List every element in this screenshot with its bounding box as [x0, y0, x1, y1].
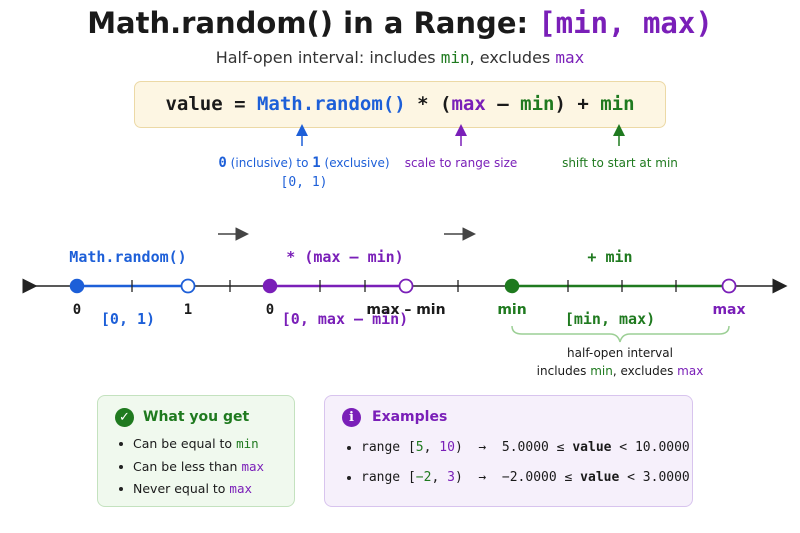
label-zero-b: 0 [265, 302, 275, 318]
stage-scale: * (max – min) [0, max – min) [250, 212, 440, 346]
stage-random-interval: [0, 1) [100, 310, 156, 328]
annotation-one: 1 [312, 155, 321, 171]
stage-shift: + min [min, max) [520, 212, 700, 346]
formula-random: Math.random() [256, 93, 406, 115]
what-you-get-title: What you get [143, 409, 250, 425]
subtitle-lead: Half-open interval: includes [215, 48, 441, 67]
formula-min-1: min [520, 93, 555, 115]
examples-title: Examples [372, 409, 448, 425]
stage-scale-interval: [0, max – min) [281, 310, 409, 328]
list-item: Never equal to max [119, 478, 264, 501]
label-min: min [497, 302, 527, 318]
subtitle-mid: , excludes [469, 48, 556, 67]
subtitle: Half-open interval: includes min, exclud… [0, 48, 800, 67]
what-you-get-box: ✓ What you get Can be equal to min Can b… [97, 395, 295, 507]
point-zero-b-closed [262, 278, 278, 294]
label-max: max [712, 302, 746, 318]
formula-equals: = [222, 93, 257, 115]
brace-note-mid: , excludes [612, 364, 678, 378]
point-max-minus-min-open [398, 278, 414, 294]
examples-list: range [5, 10) → 5.0000 ≤ value < 10.0000… [347, 433, 690, 493]
annotation-scale: scale to range size [404, 156, 518, 170]
point-min-closed [504, 278, 520, 294]
interval-brace [511, 325, 730, 343]
point-max-open [721, 278, 737, 294]
annotation-inclusive: (inclusive) to [226, 156, 313, 170]
subtitle-max: max [555, 48, 585, 67]
examples-box: i Examples range [5, 10) → 5.0000 ≤ valu… [324, 395, 693, 507]
check-circle-icon: ✓ [115, 408, 134, 427]
title-prefix: Math.random() in a Range: [87, 6, 539, 40]
formula-min-2: min [600, 93, 635, 115]
formula-box [134, 81, 666, 128]
formula-times: * ( [405, 93, 452, 115]
title-range: [min, max) [538, 6, 713, 40]
stage-random: Math.random() [0, 1) [38, 212, 218, 346]
formula-minus: – [485, 93, 521, 115]
formula: value = Math.random() * (max – min) + mi… [134, 93, 666, 115]
brace-note-line1: half-open interval [567, 346, 673, 360]
page-title: Math.random() in a Range: [min, max) [0, 6, 800, 40]
list-item: Can be less than max [119, 456, 264, 479]
brace-note-pre: includes [536, 364, 591, 378]
annotation-random: 0 (inclusive) to 1 (exclusive) [0, 1) [190, 155, 418, 190]
subtitle-min: min [440, 48, 470, 67]
stage-shift-interval: [min, max) [564, 310, 656, 328]
info-circle-icon: i [342, 408, 361, 427]
brace-note-max: max [677, 364, 704, 378]
brace-note-min: min [590, 364, 613, 378]
list-item: range [5, 10) → 5.0000 ≤ value < 10.0000 [347, 433, 690, 463]
label-zero-a: 0 [72, 302, 82, 318]
stage-shift-label: + min [587, 248, 633, 266]
label-max-minus-min: max – min [366, 302, 446, 318]
stage-scale-label: * (max – min) [286, 248, 404, 266]
annotation-exclusive: (exclusive) [320, 156, 390, 170]
point-zero-closed [69, 278, 85, 294]
point-one-open [180, 278, 196, 294]
label-one: 1 [183, 302, 193, 318]
stage-random-label: Math.random() [69, 248, 187, 266]
formula-max: max [451, 93, 486, 115]
formula-plus: ) + [554, 93, 601, 115]
annotation-shift: shift to start at min [562, 156, 678, 170]
list-item: range [−2, 3) → −2.0000 ≤ value < 3.0000 [347, 463, 690, 493]
what-you-get-list: Can be equal to min Can be less than max… [119, 433, 264, 501]
annotation-interval: [0, 1) [280, 175, 328, 190]
list-item: Can be equal to min [119, 433, 264, 456]
annotation-zero: 0 [218, 155, 227, 171]
formula-value: value [165, 93, 223, 115]
brace-note: half-open interval includes min, exclude… [520, 344, 720, 380]
